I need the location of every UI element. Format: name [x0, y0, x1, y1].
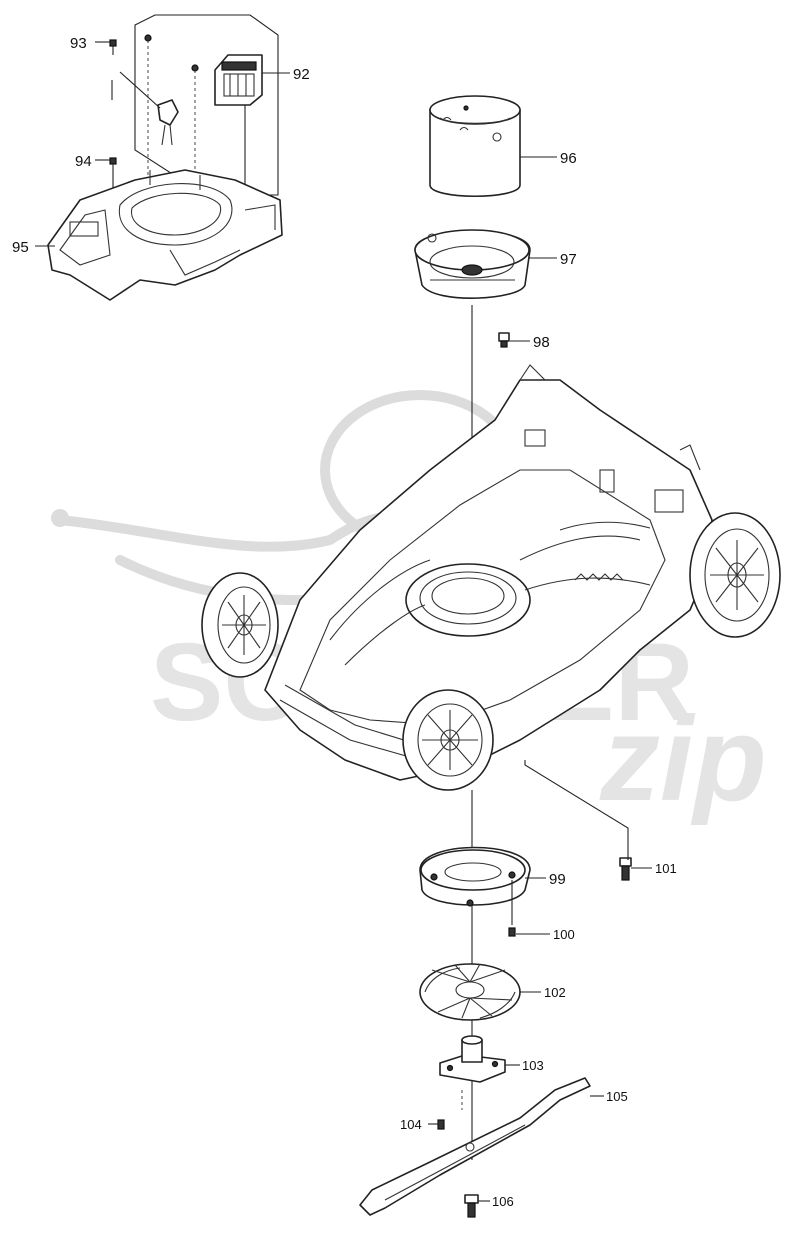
screw-93 [109, 39, 117, 55]
screw-104 [437, 1090, 463, 1130]
screw-101 [619, 857, 632, 881]
plate-99 [419, 846, 531, 907]
callout-93: 93 [70, 35, 87, 52]
housing-95 [47, 169, 283, 301]
fan-102 [419, 963, 521, 1021]
wheel-rear-left [201, 572, 279, 678]
screw-100 [508, 880, 516, 937]
callout-94: 94 [75, 153, 92, 170]
switch-part [157, 99, 179, 146]
blade-105 [359, 1077, 591, 1216]
callout-102: 102 [544, 985, 566, 1000]
callout-103: 103 [522, 1058, 544, 1073]
wheel-rear-right [689, 512, 781, 638]
callout-106: 106 [492, 1194, 514, 1209]
callout-101: 101 [655, 861, 677, 876]
wheel-front [402, 689, 494, 791]
screw-98 [498, 332, 510, 348]
callout-97: 97 [560, 251, 577, 268]
adapter-103 [439, 1035, 506, 1083]
callout-104: 104 [400, 1117, 422, 1132]
sub-assembly-frame [134, 14, 279, 196]
screw-106 [464, 1194, 479, 1218]
callout-95: 95 [12, 239, 29, 256]
electronic-module-92 [214, 54, 263, 106]
callout-98: 98 [533, 334, 550, 351]
callout-100: 100 [553, 927, 575, 942]
callout-96: 96 [560, 150, 577, 167]
motor-96 [429, 95, 521, 197]
watermark-script: zip [599, 692, 767, 826]
callout-99: 99 [549, 871, 566, 888]
callout-92: 92 [293, 66, 310, 83]
control-housing-assembly [47, 14, 283, 301]
leader-101-top [524, 760, 629, 860]
callout-105: 105 [606, 1089, 628, 1104]
motor-mount-97 [414, 229, 531, 299]
